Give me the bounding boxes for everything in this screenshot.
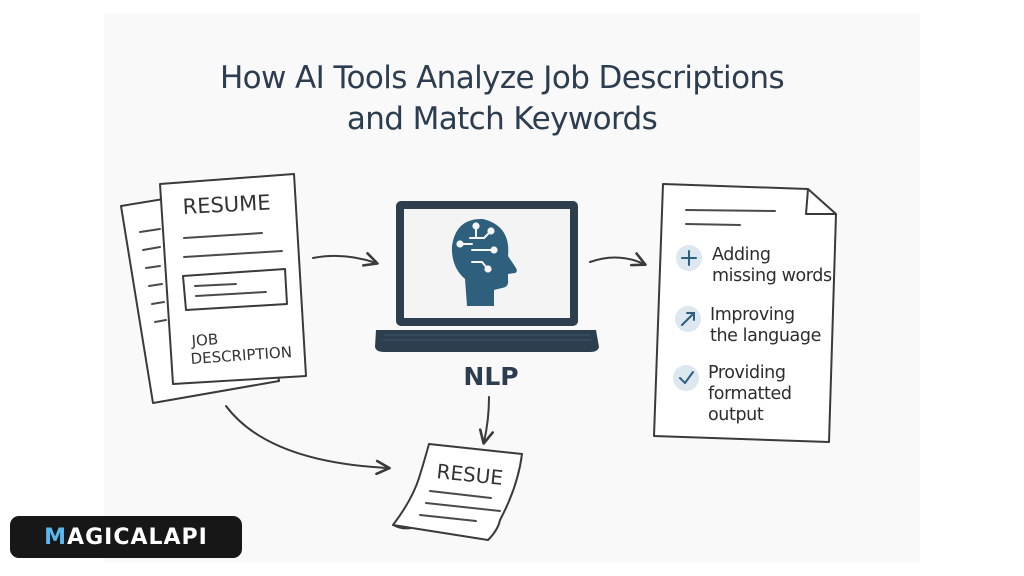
step-3-line-2: formatted: [708, 384, 792, 404]
checkmark-icon: [679, 371, 694, 384]
resume-document: RESUME JOB DESCRIPTION: [159, 173, 307, 385]
arrow-up-right-icon: [681, 312, 695, 326]
arrow-to-laptop: [312, 252, 379, 267]
plus-icon: [681, 250, 697, 266]
resume-text-lines: [183, 232, 283, 258]
magicalapi-logo: MAGICALAPI: [10, 516, 242, 558]
nlp-label: NLP: [463, 362, 519, 391]
step-2-line-2: the language: [710, 326, 821, 346]
title-line-2: and Match Keywords: [346, 101, 658, 137]
step-1-line-2: missing words: [712, 266, 832, 286]
step-2-line-1: Improving: [710, 305, 795, 325]
arrow-docs-to-output-doc: [225, 405, 391, 476]
step-providing-formatted-output: Providing formatted output: [708, 363, 792, 426]
step-3-line-1: Providing: [708, 363, 786, 383]
logo-wordmark: MAGICALAPI: [44, 525, 208, 550]
step-3-line-3: output: [708, 405, 764, 425]
folded-corner: [805, 188, 836, 215]
logo-accent-letter: M: [44, 524, 68, 550]
arrow-nlp-to-output-doc: [478, 396, 495, 445]
job-label: JOB: [190, 330, 219, 350]
arrow-to-output: [589, 252, 647, 267]
step-adding-missing-words: Adding missing words: [712, 245, 832, 287]
generated-resume-document: RESUE: [392, 443, 523, 541]
job-description-text-lines: [139, 228, 167, 323]
logo-text: AGICALAPI: [67, 524, 208, 550]
highlighted-section: [182, 268, 288, 311]
step-improving-language: Improving the language: [710, 305, 821, 347]
title-line-1: How AI Tools Analyze Job Descriptions: [219, 60, 785, 96]
step-1-line-1: Adding: [712, 245, 771, 265]
output-list-document: [653, 183, 837, 443]
laptop-base: [375, 330, 599, 352]
resume-label: RESUME: [182, 190, 271, 219]
step-icon-bg-3: [673, 365, 699, 391]
page-title: How AI Tools Analyze Job Descriptions an…: [0, 58, 1004, 140]
ai-head-circuit-icon: [451, 218, 517, 306]
